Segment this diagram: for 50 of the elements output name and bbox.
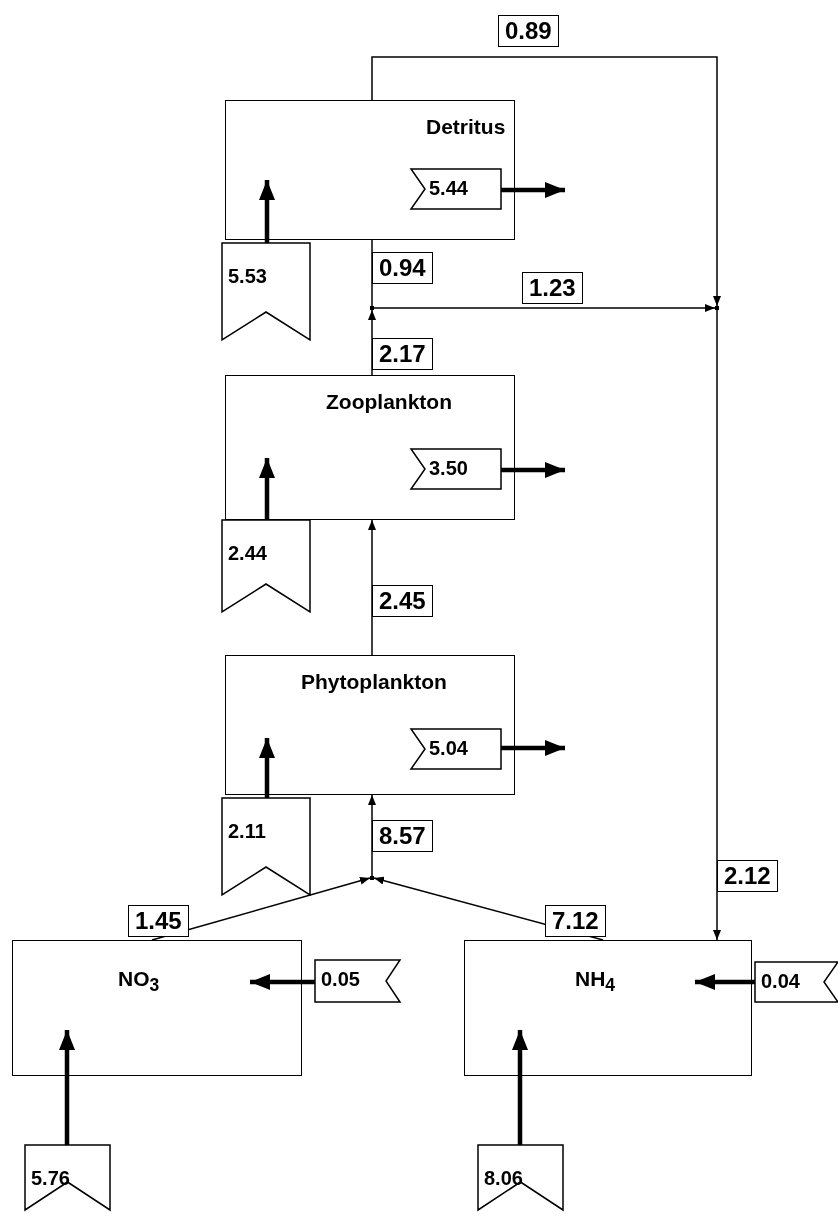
arrow bbox=[500, 740, 565, 756]
compartment-name: Zooplankton bbox=[326, 390, 452, 414]
edge-label: 7.12 bbox=[545, 905, 606, 937]
arrow bbox=[371, 56, 721, 307]
arrow bbox=[259, 458, 275, 520]
arrow bbox=[259, 738, 275, 798]
flow-value: 0.04 bbox=[761, 970, 800, 993]
arrow bbox=[500, 462, 565, 478]
flow-value: 0.05 bbox=[321, 968, 360, 991]
arrow bbox=[59, 1030, 75, 1145]
arrow bbox=[151, 876, 371, 941]
arrow bbox=[368, 794, 376, 877]
compartment-name: Phytoplankton bbox=[301, 670, 447, 694]
compartment-box bbox=[225, 100, 515, 240]
edge-label: 1.23 bbox=[522, 272, 583, 304]
flow-value: 5.76 bbox=[31, 1167, 70, 1190]
edge-label: 0.89 bbox=[498, 15, 559, 47]
flow-value: 2.44 bbox=[228, 542, 267, 565]
edge-label: 2.45 bbox=[372, 585, 433, 617]
junction-point bbox=[715, 306, 719, 310]
arrow bbox=[695, 974, 755, 990]
arrow bbox=[259, 180, 275, 243]
edge-label: 2.17 bbox=[372, 338, 433, 370]
flow-value: 8.06 bbox=[484, 1167, 523, 1190]
flow-value: 5.44 bbox=[429, 177, 468, 200]
edge-label: 2.12 bbox=[717, 860, 778, 892]
compartment-box bbox=[464, 940, 752, 1076]
flow-value: 3.50 bbox=[429, 457, 468, 480]
compartment-name: NO$_{3}$ bbox=[118, 967, 160, 997]
compartment-name: NH$_{4}$ bbox=[575, 967, 616, 997]
flow-value: 5.04 bbox=[429, 737, 468, 760]
edge-label: 1.45 bbox=[128, 905, 189, 937]
compartment-box bbox=[225, 375, 515, 520]
arrow bbox=[368, 309, 376, 376]
arrow bbox=[250, 974, 315, 990]
flow-value: 5.53 bbox=[228, 265, 267, 288]
arrow bbox=[368, 519, 376, 656]
arrow bbox=[512, 1030, 528, 1145]
arrow bbox=[373, 304, 716, 312]
flow-value: 2.11 bbox=[228, 820, 266, 843]
arrow bbox=[500, 182, 565, 198]
compartment-box bbox=[225, 655, 515, 795]
arrow bbox=[713, 309, 721, 941]
junction-point bbox=[370, 876, 374, 880]
compartment-box bbox=[12, 940, 302, 1076]
connector-line bbox=[371, 239, 373, 307]
edge-label: 0.94 bbox=[372, 252, 433, 284]
junction-point bbox=[370, 306, 374, 310]
edge-label: 8.57 bbox=[372, 820, 433, 852]
compartment-name: Detritus bbox=[426, 115, 506, 139]
